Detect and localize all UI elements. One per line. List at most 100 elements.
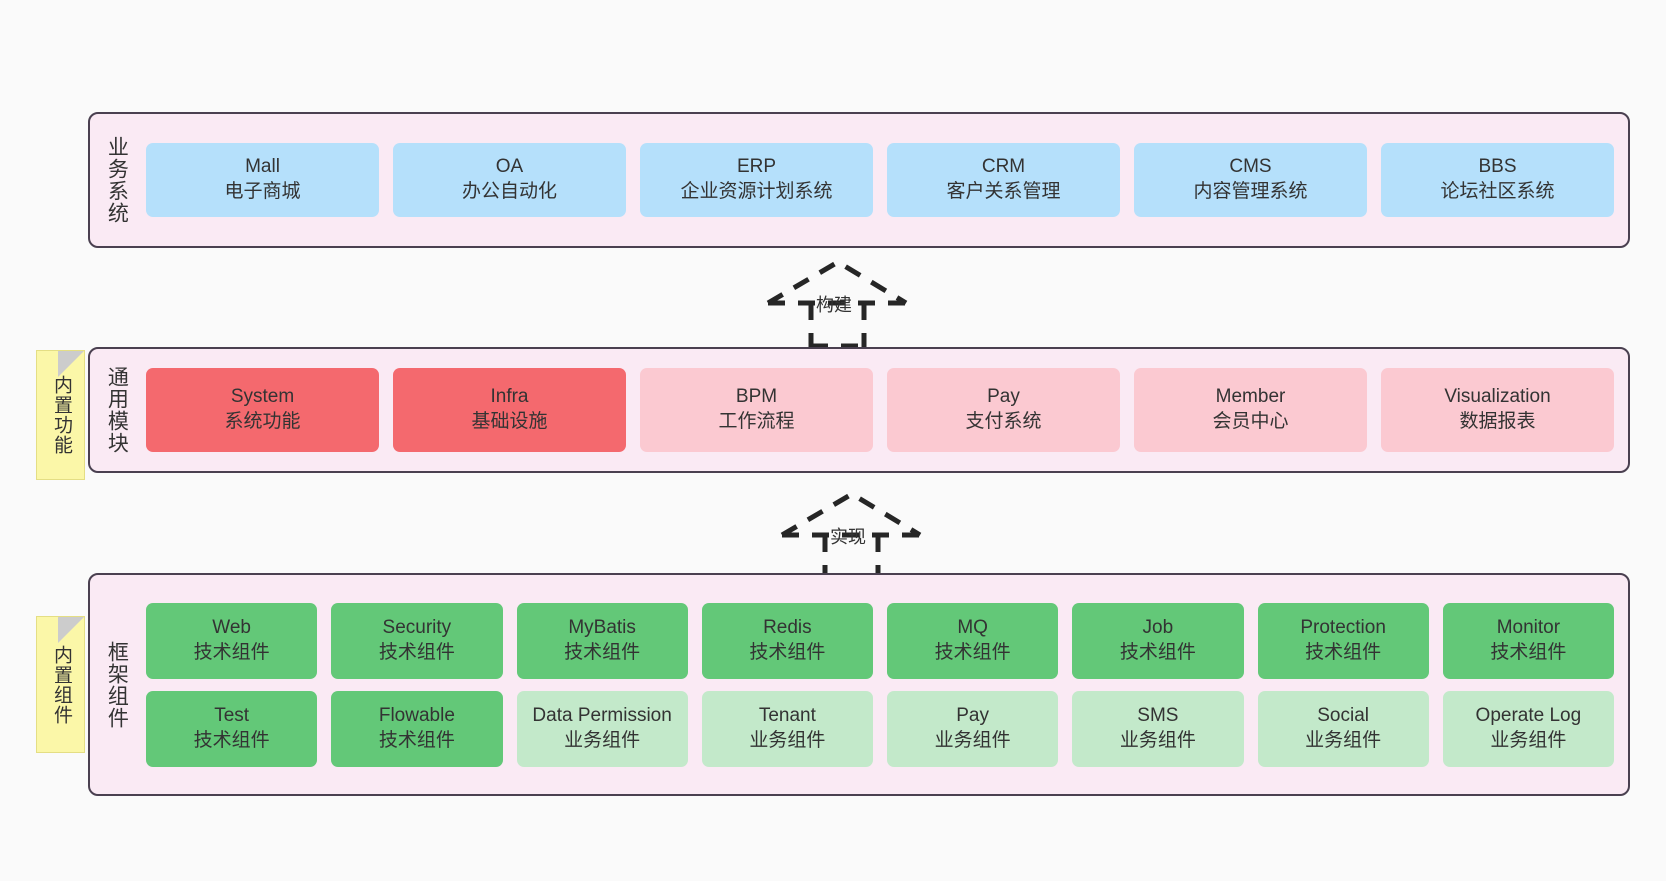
cell-subtitle: 业务组件: [1490, 729, 1567, 751]
cell-flowable[interactable]: Flowable 技术组件: [331, 690, 503, 767]
cell-redis[interactable]: Redis 技术组件: [701, 602, 873, 679]
layer-framework-components: 框架组件 Web 技术组件 Security 技术组件 MyBatis 技术组件…: [88, 573, 1630, 796]
cell-title: Pay: [987, 386, 1020, 408]
cell-title: Visualization: [1444, 386, 1551, 408]
cell-subtitle: 业务组件: [1119, 729, 1196, 751]
cell-subtitle: 系统功能: [224, 411, 301, 432]
framework-row-business: Test 技术组件 Flowable 技术组件 Data Permission …: [146, 690, 1614, 767]
cell-bpm[interactable]: BPM 工作流程: [640, 368, 873, 452]
cell-title: CMS: [1229, 156, 1272, 178]
layer-title-business: 业务系统: [90, 114, 142, 246]
cell-mybatis[interactable]: MyBatis 技术组件: [516, 602, 688, 679]
cell-pay-component[interactable]: Pay 业务组件: [887, 690, 1059, 767]
cell-cms[interactable]: CMS 内容管理系统: [1134, 143, 1367, 217]
cell-monitor[interactable]: Monitor 技术组件: [1442, 602, 1614, 679]
cell-title: Tenant: [758, 704, 816, 726]
cell-title: Redis: [763, 616, 812, 638]
cell-social[interactable]: Social 业务组件: [1257, 690, 1429, 767]
layer-business-systems: 业务系统 Mall 电子商城 OA 办公自动化 ERP 企业资源计划系统 CRM: [88, 112, 1630, 248]
cell-title: Operate Log: [1475, 704, 1582, 726]
cell-title: BBS: [1478, 156, 1517, 178]
cell-subtitle: 数据报表: [1459, 411, 1536, 432]
cell-subtitle: 会员中心: [1212, 411, 1289, 432]
cell-title: System: [230, 386, 295, 408]
cell-title: CRM: [981, 156, 1026, 178]
cell-subtitle: 业务组件: [1305, 729, 1382, 751]
cell-sms[interactable]: SMS 业务组件: [1072, 690, 1244, 767]
cell-subtitle: 论坛社区系统: [1440, 181, 1555, 202]
cell-operate-log[interactable]: Operate Log 业务组件: [1442, 690, 1614, 767]
framework-row-tech: Web 技术组件 Security 技术组件 MyBatis 技术组件 Redi…: [146, 602, 1614, 679]
layer-title-text: 业务系统: [105, 136, 129, 224]
cell-title: ERP: [736, 156, 777, 178]
cell-subtitle: 电子商城: [224, 181, 301, 202]
layer-body-framework: Web 技术组件 Security 技术组件 MyBatis 技术组件 Redi…: [142, 575, 1628, 794]
cell-bbs[interactable]: BBS 论坛社区系统: [1381, 143, 1614, 217]
cell-title: Member: [1215, 386, 1286, 408]
cell-oa[interactable]: OA 办公自动化: [393, 143, 626, 217]
cell-infra[interactable]: Infra 基础设施: [393, 368, 626, 452]
connector-label: 构建: [816, 295, 852, 315]
note-label: 内置组件: [50, 644, 72, 725]
cell-mall[interactable]: Mall 电子商城: [146, 143, 379, 217]
cell-title: Test: [214, 704, 250, 726]
cell-tenant[interactable]: Tenant 业务组件: [701, 690, 873, 767]
generalization-arrow-up-icon: [766, 259, 908, 349]
cell-title: MQ: [957, 616, 988, 638]
cell-subtitle: 内容管理系统: [1193, 181, 1308, 202]
layer-title-framework: 框架组件: [90, 575, 142, 794]
cell-subtitle: 技术组件: [934, 641, 1011, 663]
cell-mq[interactable]: MQ 技术组件: [887, 602, 1059, 679]
connector-label: 实现: [830, 527, 866, 547]
cell-title: Flowable: [378, 704, 455, 726]
cell-security[interactable]: Security 技术组件: [331, 602, 503, 679]
cell-visualization[interactable]: Visualization 数据报表: [1381, 368, 1614, 452]
cell-subtitle: 技术组件: [1490, 641, 1567, 663]
cell-web[interactable]: Web 技术组件: [146, 602, 318, 679]
cell-subtitle: 支付系统: [965, 411, 1042, 432]
layer-title-text: 通用模块: [105, 366, 129, 454]
cell-title: Pay: [956, 704, 989, 726]
layer-body-business: Mall 电子商城 OA 办公自动化 ERP 企业资源计划系统 CRM 客户关系…: [142, 114, 1628, 246]
cell-subtitle: 技术组件: [193, 641, 270, 663]
cell-protection[interactable]: Protection 技术组件: [1257, 602, 1429, 679]
cell-subtitle: 技术组件: [564, 641, 641, 663]
cell-subtitle: 工作流程: [718, 411, 795, 432]
cell-title: BPM: [735, 386, 778, 408]
generalization-arrow-up-icon: [780, 491, 922, 581]
cell-subtitle: 技术组件: [193, 729, 270, 751]
cell-subtitle: 业务组件: [934, 729, 1011, 751]
cell-subtitle: 技术组件: [378, 729, 455, 751]
cell-title: Job: [1142, 616, 1174, 638]
business-row: Mall 电子商城 OA 办公自动化 ERP 企业资源计划系统 CRM 客户关系…: [146, 143, 1614, 217]
cell-pay-module[interactable]: Pay 支付系统: [887, 368, 1120, 452]
cell-subtitle: 基础设施: [471, 411, 548, 432]
cell-title: Data Permission: [532, 704, 672, 726]
layer-body-modules: System 系统功能 Infra 基础设施 BPM 工作流程 Pay 支付系统…: [142, 349, 1628, 471]
cell-title: Protection: [1300, 616, 1386, 638]
cell-erp[interactable]: ERP 企业资源计划系统: [640, 143, 873, 217]
cell-test[interactable]: Test 技术组件: [146, 690, 318, 767]
cell-title: Security: [382, 616, 452, 638]
cell-system[interactable]: System 系统功能: [146, 368, 379, 452]
cell-title: Social: [1317, 704, 1369, 726]
cell-subtitle: 技术组件: [749, 641, 826, 663]
cell-subtitle: 技术组件: [1305, 641, 1382, 663]
cell-title: OA: [495, 156, 524, 178]
cell-title: Web: [212, 616, 251, 638]
cell-crm[interactable]: CRM 客户关系管理: [887, 143, 1120, 217]
cell-subtitle: 业务组件: [749, 729, 826, 751]
cell-title: Mall: [245, 156, 280, 178]
cell-subtitle: 客户关系管理: [946, 181, 1061, 202]
layer-title-modules: 通用模块: [90, 349, 142, 471]
connector-implement: 实现: [770, 490, 980, 581]
cell-title: SMS: [1137, 704, 1179, 726]
cell-member[interactable]: Member 会员中心: [1134, 368, 1367, 452]
cell-job[interactable]: Job 技术组件: [1072, 602, 1244, 679]
cell-subtitle: 技术组件: [378, 641, 455, 663]
cell-title: Infra: [490, 386, 529, 408]
layer-common-modules: 通用模块 System 系统功能 Infra 基础设施 BPM 工作流程 Pay: [88, 347, 1630, 473]
cell-data-permission[interactable]: Data Permission 业务组件: [516, 690, 688, 767]
cell-title: Monitor: [1496, 616, 1561, 638]
